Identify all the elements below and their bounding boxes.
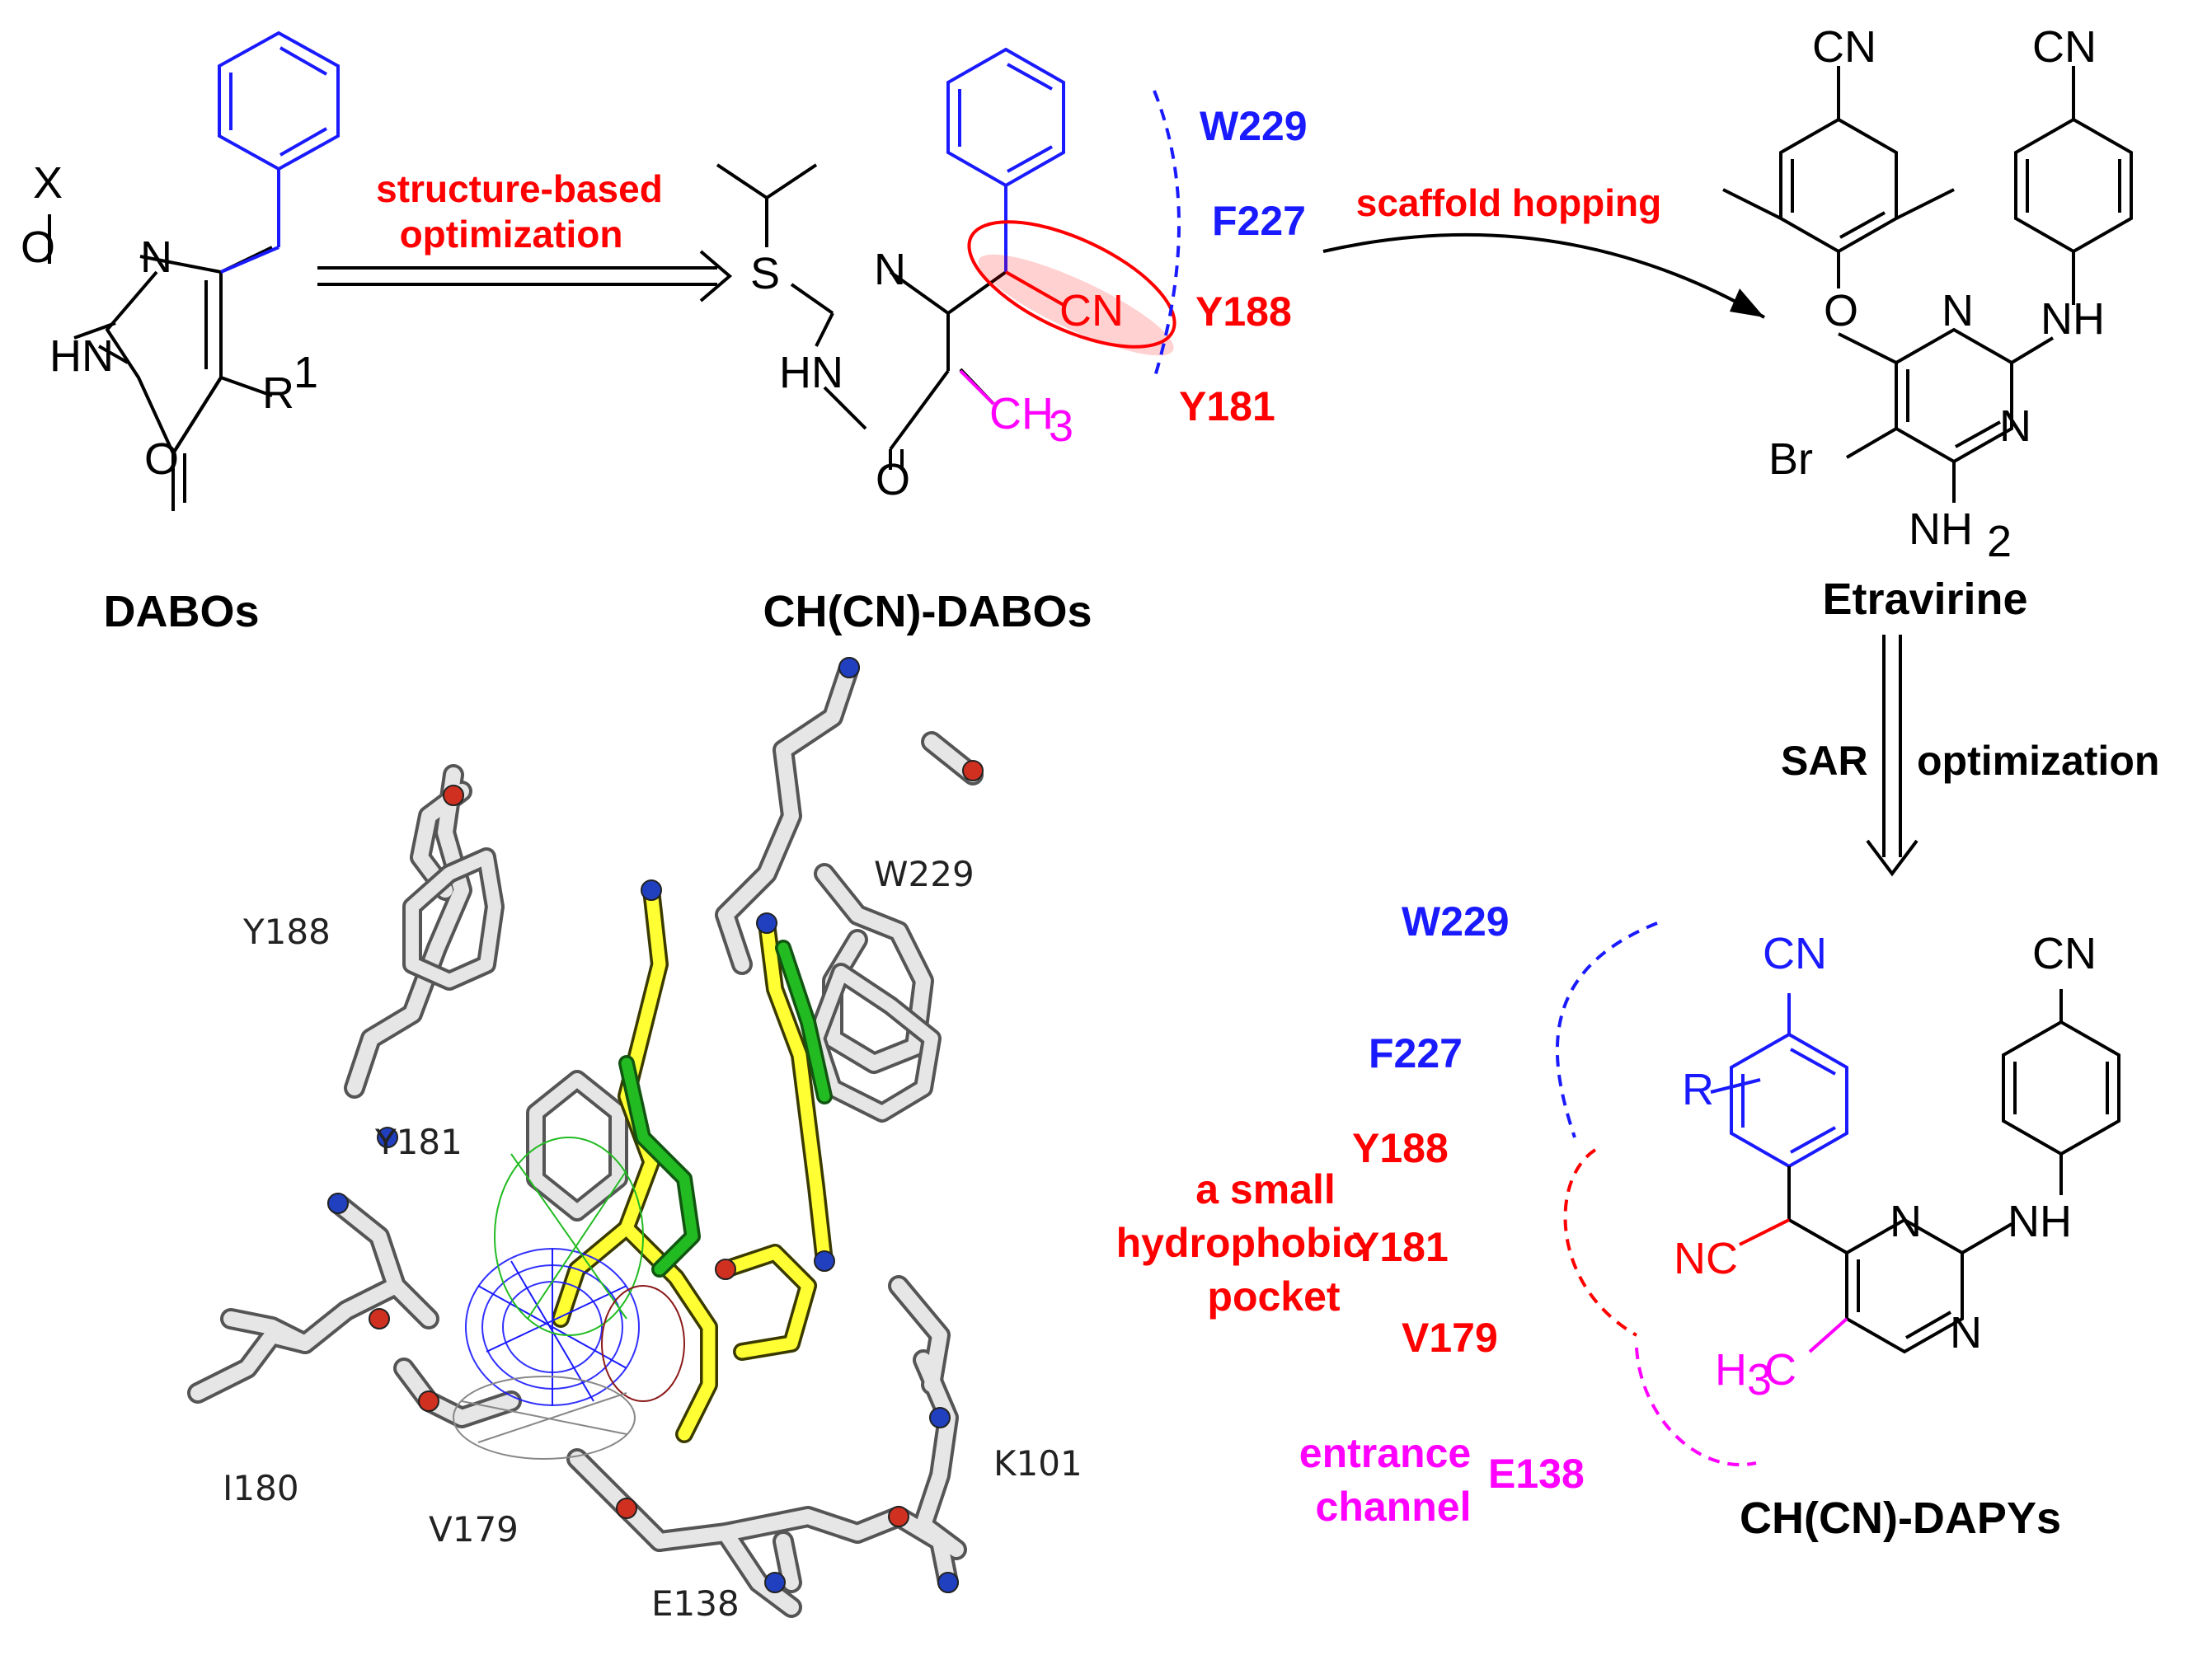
pocket-arc-blue — [1556, 921, 1658, 1138]
residue-bottom-f227: F227 — [1369, 1030, 1463, 1076]
structure-label-w229: W229 — [874, 854, 975, 894]
etravirine-atom-br: Br — [1768, 434, 1813, 484]
dabos-atom-r-sup: 1 — [294, 348, 318, 397]
residue-bottom-y188: Y188 — [1352, 1125, 1449, 1171]
chcn-dapys-blue-ring — [1710, 993, 1848, 1169]
residue-sticks — [187, 657, 984, 1618]
etravirine-atom-nh2: NH — [1909, 504, 1973, 554]
chcn-dabos-atoms: S N HN O CN CH 3 — [750, 245, 1124, 504]
chcn-dabos-atom-o: O — [876, 455, 910, 504]
chcn-dapys-atom-n2: N — [1950, 1308, 1982, 1358]
pocket-arc-red — [1563, 1148, 1637, 1337]
arrow-scaffold-hopping — [1322, 232, 1766, 319]
chcn-dapys-atom-nc: NC — [1674, 1234, 1738, 1283]
etravirine-atom-n1: N — [1942, 286, 1974, 335]
chcn-dapys-atom-h3c-h: H — [1715, 1345, 1747, 1395]
residue-top-y181: Y181 — [1179, 383, 1275, 429]
pocket-label-line2: hydrophobic — [1116, 1220, 1366, 1266]
hydrophobic-mesh — [453, 1137, 685, 1460]
dabos-atom-o2: O — [144, 434, 179, 484]
chcn-dabos-structure — [716, 163, 1007, 470]
arrow-scaffold-hopping-head — [1730, 288, 1764, 317]
etravirine-label: Etravirine — [1822, 574, 2027, 624]
chcn-dabos-methyl-bond — [959, 369, 995, 406]
residue-top-f227: F227 — [1212, 198, 1306, 244]
dabos-label: DABOs — [103, 587, 259, 636]
residue-top-w229: W229 — [1200, 103, 1308, 149]
arrow3-label-left: SAR — [1781, 738, 1868, 784]
dabos-atoms: X O N HN O R 1 — [21, 158, 318, 484]
dabos-atom-hn: HN — [49, 331, 114, 381]
chcn-dapys-atom-r: R — [1682, 1065, 1714, 1114]
etravirine-atom-o: O — [1824, 286, 1858, 335]
dabos-atom-r: R — [262, 368, 294, 418]
structure-label-y181: Y181 — [374, 1122, 463, 1162]
etravirine-atom-nh: NH — [2041, 294, 2105, 344]
arrow1-label-line1: structure-based — [376, 167, 663, 210]
chcn-dabos-atom-ch-sub: 3 — [1049, 401, 1073, 451]
chcn-dabos-label: CH(CN)-DABOs — [763, 587, 1092, 636]
chcn-dabos-atom-hn: HN — [779, 348, 843, 397]
dabos-benzyl — [218, 30, 340, 274]
arrow1-label-line2: optimization — [400, 213, 623, 256]
structure-label-e138: E138 — [651, 1583, 740, 1624]
cn-highlight-ellipse — [967, 220, 1176, 349]
chcn-dapys-atom-nh: NH — [2008, 1197, 2072, 1246]
structure-label-v179: V179 — [429, 1509, 519, 1550]
ligand-sticks — [552, 881, 834, 1443]
residue-bottom-y181: Y181 — [1352, 1224, 1449, 1270]
dabos-atom-o: O — [21, 223, 55, 272]
structure-label-y188: Y188 — [242, 912, 331, 952]
chcn-dapys-structure — [1787, 989, 2120, 1354]
residue-bottom-w229: W229 — [1402, 898, 1510, 945]
chcn-dapys-label: CH(CN)-DAPYs — [1740, 1494, 2061, 1543]
etravirine-atom-nh2-sub: 2 — [1987, 517, 2012, 566]
dabos-atom-x: X — [33, 158, 63, 208]
etravirine-atoms: CN CN O N N NH Br NH 2 — [1768, 22, 2105, 566]
etravirine-atom-n2: N — [1999, 401, 2031, 451]
residue-bottom-e138: E138 — [1488, 1451, 1585, 1497]
chcn-dabos-cn-bond — [1005, 270, 1064, 307]
chcn-dabos-atom-n: N — [874, 245, 906, 294]
residue-bottom-v179: V179 — [1402, 1315, 1498, 1361]
arrow2-label: scaffold hopping — [1356, 181, 1662, 224]
chcn-dabos-atom-cn: CN — [1059, 286, 1124, 335]
residue-top-y188: Y188 — [1195, 288, 1292, 335]
channel-label-line2: channel — [1316, 1484, 1472, 1530]
chcn-dapys-atom-h3c-sub: 3 — [1747, 1355, 1772, 1404]
chcn-dabos-atom-s: S — [750, 249, 780, 298]
arrow3-label-right: optimization — [1917, 738, 2159, 784]
pocket-label-line3: pocket — [1207, 1273, 1341, 1320]
chcn-dapys-atoms: CN CN R NC N N NH H 3 C — [1674, 929, 2097, 1404]
chcn-dapys-methyl-bond — [1808, 1317, 1848, 1353]
etravirine-atom-cn2: CN — [2032, 22, 2097, 72]
channel-label-line1: entrance — [1299, 1430, 1471, 1476]
structure-label-i180: I180 — [223, 1468, 299, 1508]
structure-label-k101: K101 — [993, 1443, 1083, 1484]
chcn-dapys-atom-cn1: CN — [1763, 929, 1827, 978]
binding-pose-render — [187, 657, 984, 1618]
chcn-dapys-atom-h3c-c: C — [1764, 1345, 1796, 1395]
arrow-structure-based — [317, 250, 733, 302]
chcn-dabos-phenyl — [946, 47, 1065, 272]
residues-bottom: W229 F227 Y188 Y181 V179 E138 a small hy… — [1116, 898, 1585, 1530]
residues-top: W229 F227 Y188 Y181 — [1179, 103, 1308, 429]
pocket-arc-magenta — [1635, 1347, 1757, 1466]
etravirine-atom-cn1: CN — [1812, 22, 1876, 72]
structure-labels: Y188 W229 Y181 I180 V179 E138 K101 — [223, 854, 1083, 1624]
cn-highlight-shadow — [978, 254, 1174, 356]
chcn-dapys-atom-n1: N — [1890, 1197, 1922, 1246]
pocket-label-line1: a small — [1195, 1166, 1336, 1212]
dabos-atom-n: N — [140, 232, 172, 282]
chcn-dabos-atom-ch: CH — [989, 389, 1054, 438]
heteroatom-caps — [327, 657, 984, 1593]
chcn-dapys-atom-cn2: CN — [2032, 929, 2097, 978]
etravirine-structure — [1722, 66, 2133, 503]
chcn-dapys-cn-bond — [1739, 1218, 1790, 1246]
arrow-sar-optimization — [1866, 635, 1918, 877]
